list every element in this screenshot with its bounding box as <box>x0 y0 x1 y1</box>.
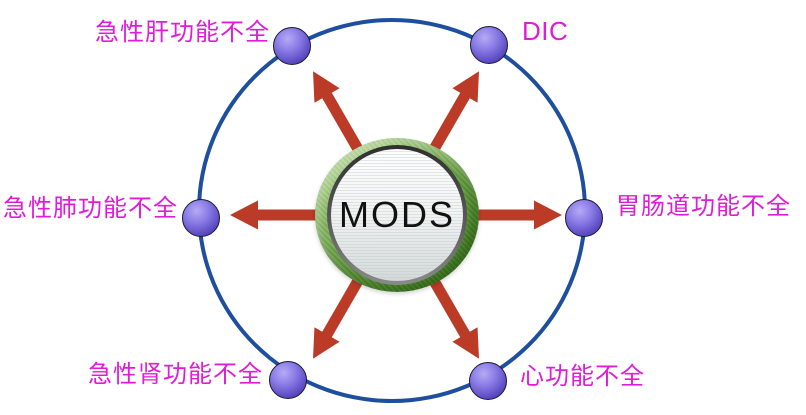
node-dot-dic <box>470 26 508 64</box>
mods-badge: MODS <box>315 138 479 292</box>
node-label-liver: 急性肝功能不全 <box>95 19 270 46</box>
node-dot-lung <box>182 199 220 237</box>
node-label-gi: 胃肠道功能不全 <box>616 193 791 220</box>
center-label: MODS <box>339 194 455 235</box>
node-dot-heart <box>469 362 507 400</box>
arrow-left <box>230 200 328 230</box>
badge-inner-ring: MODS <box>327 145 467 285</box>
node-label-lung: 急性肺功能不全 <box>3 195 178 222</box>
node-dot-liver <box>273 27 311 65</box>
node-dot-gi <box>565 199 603 237</box>
node-dot-kidney <box>269 361 307 399</box>
node-label-dic: DIC <box>522 16 569 46</box>
node-label-heart: 心功能不全 <box>520 363 645 390</box>
node-label-kidney: 急性肾功能不全 <box>88 361 263 388</box>
badge-face: MODS <box>331 149 463 281</box>
